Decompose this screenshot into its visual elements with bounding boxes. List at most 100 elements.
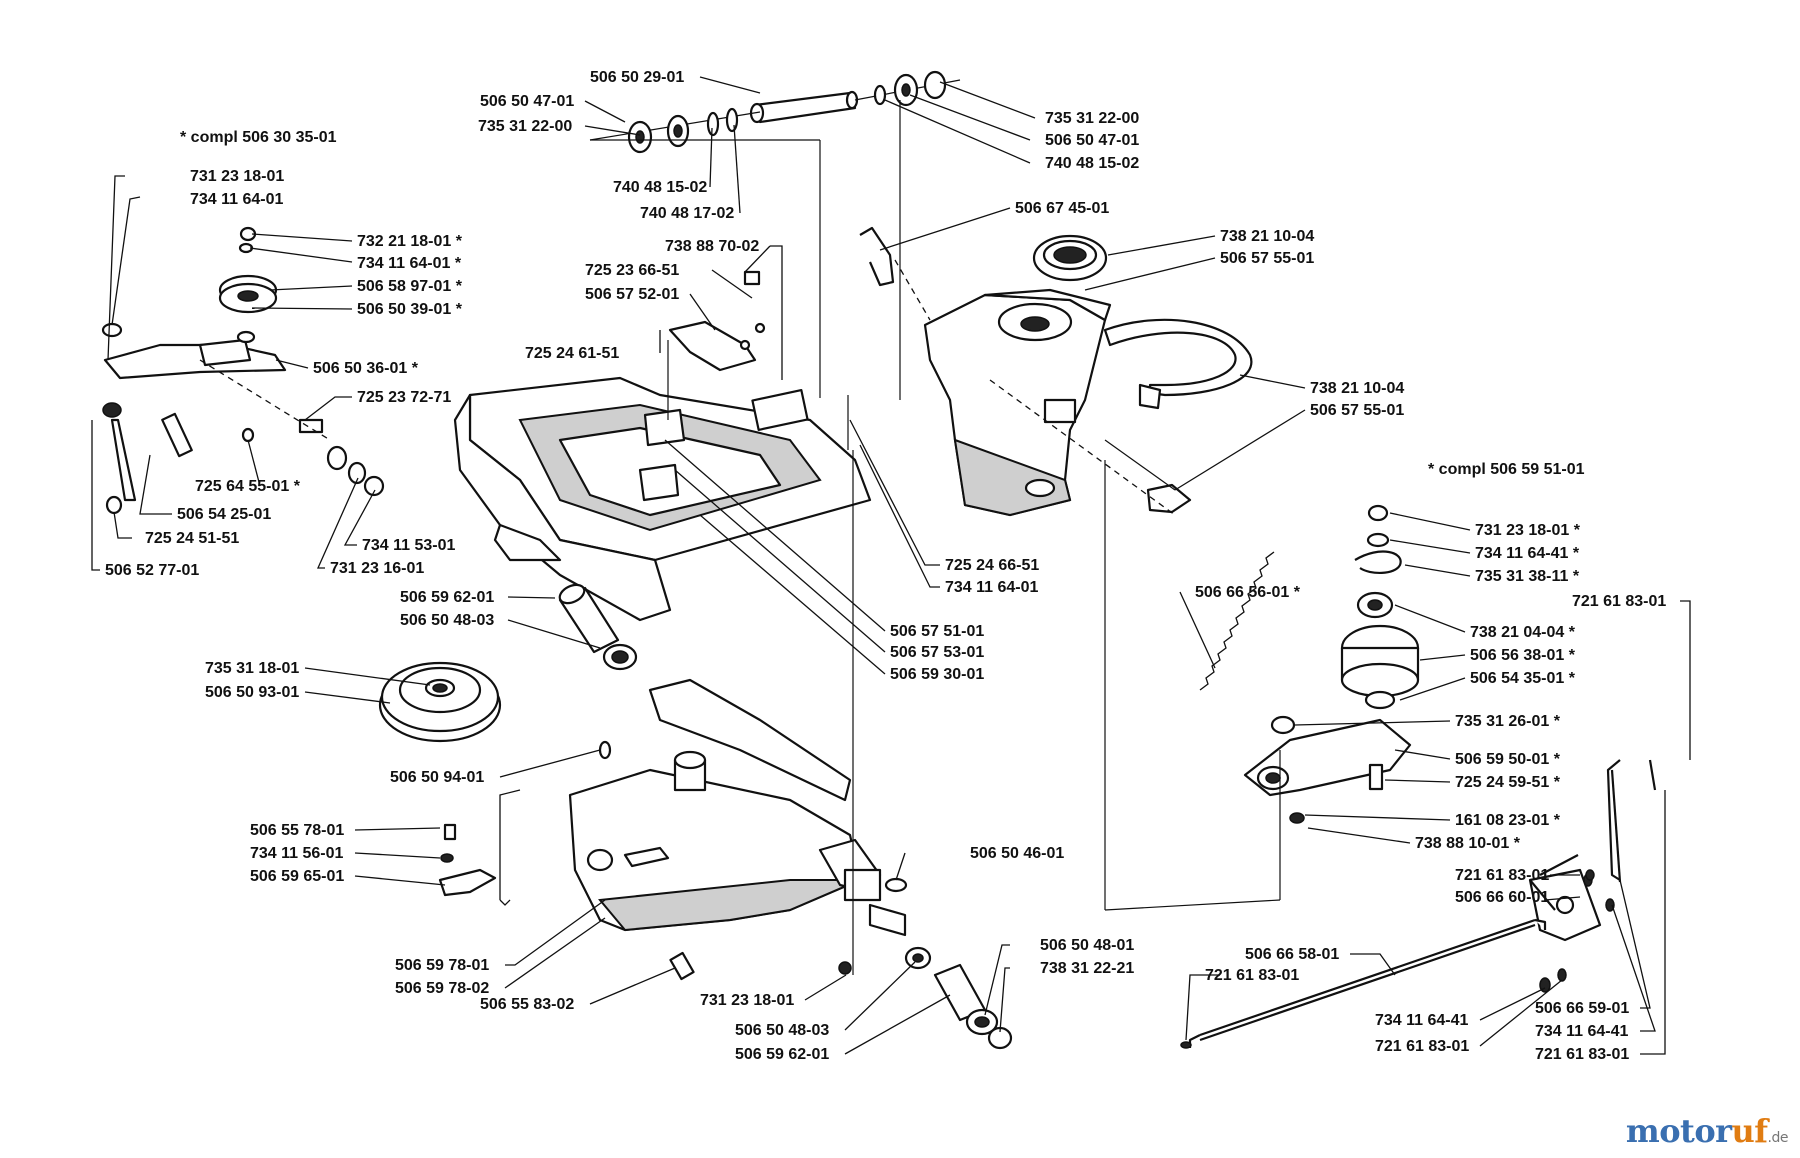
part-label-44: 506 59 65-01 bbox=[250, 868, 344, 885]
part-label-24: 725 23 66-51 bbox=[585, 262, 679, 279]
bushing-part bbox=[558, 583, 638, 671]
part-label-9: 731 23 18-01 bbox=[190, 168, 284, 185]
part-label-33: 734 11 64-01 bbox=[945, 579, 1039, 596]
part-labels: 506 50 29-01 506 50 47-01 735 31 22-00 7… bbox=[105, 69, 1666, 1063]
part-label-29: 506 57 55-01 bbox=[1220, 250, 1314, 267]
part-label-7: 506 50 47-01 bbox=[1045, 132, 1139, 149]
part-label-16: 725 23 72-71 bbox=[357, 389, 451, 406]
part-label-55: 734 11 64-41 * bbox=[1475, 545, 1580, 562]
part-label-3: 735 31 22-00 bbox=[478, 118, 572, 135]
part-label-46: 506 59 78-01 bbox=[395, 957, 489, 974]
part-label-72: 721 61 83-01 bbox=[1375, 1038, 1469, 1055]
part-label-15: 506 50 36-01 * bbox=[313, 360, 419, 377]
part-label-22: 506 52 77-01 bbox=[105, 562, 199, 579]
part-label-59: 506 56 38-01 * bbox=[1470, 647, 1576, 664]
part-label-18: 506 54 25-01 bbox=[177, 506, 271, 523]
part-label-31: 506 57 55-01 bbox=[1310, 402, 1404, 419]
part-label-54: 731 23 18-01 * bbox=[1475, 522, 1581, 539]
tensioner-arm-part bbox=[101, 226, 385, 515]
part-label-42: 506 55 78-01 bbox=[250, 822, 344, 839]
assembly-axes bbox=[199, 100, 1281, 975]
part-label-47: 506 59 78-02 bbox=[395, 980, 489, 997]
part-label-49: 731 23 18-01 bbox=[700, 992, 794, 1009]
part-label-51: 506 59 62-01 bbox=[735, 1046, 829, 1063]
part-label-65: 738 88 10-01 * bbox=[1415, 835, 1521, 852]
part-label-52: 506 50 48-01 bbox=[1040, 937, 1134, 954]
part-label-39: 735 31 18-01 bbox=[205, 660, 299, 677]
part-label-73: 506 66 59-01 bbox=[1535, 1000, 1629, 1017]
part-label-35: 506 57 53-01 bbox=[890, 644, 984, 661]
part-label-68: 506 66 60-01 bbox=[1455, 889, 1549, 906]
part-label-69: 506 66 58-01 bbox=[1245, 946, 1339, 963]
part-label-41: 506 50 94-01 bbox=[390, 769, 484, 786]
lower-clip-part bbox=[1146, 483, 1192, 514]
part-label-17: 725 64 55-01 * bbox=[195, 478, 301, 495]
part-label-60: 506 54 35-01 * bbox=[1470, 670, 1576, 687]
part-label-14: 506 50 39-01 * bbox=[357, 301, 463, 318]
leader-lines bbox=[91, 76, 1691, 1055]
part-label-64: 161 08 23-01 * bbox=[1455, 812, 1561, 829]
pulley-part bbox=[378, 661, 502, 743]
part-label-45: 506 50 46-01 bbox=[970, 845, 1064, 862]
logo-part-2: uf bbox=[1731, 1112, 1769, 1150]
spring-part bbox=[1199, 551, 1275, 691]
part-label-66: 721 61 83-01 bbox=[1572, 593, 1666, 610]
part-label-8: 740 48 15-02 bbox=[1045, 155, 1139, 172]
part-label-74: 734 11 64-41 bbox=[1535, 1023, 1629, 1040]
part-label-56: 735 31 38-11 * bbox=[1475, 568, 1580, 585]
logo-part-3: .de bbox=[1767, 1130, 1789, 1146]
part-label-37: 506 59 62-01 bbox=[400, 589, 494, 606]
part-label-12: 734 11 64-01 * bbox=[357, 255, 462, 272]
part-label-23: 738 88 70-02 bbox=[665, 238, 759, 255]
part-label-11: 732 21 18-01 * bbox=[357, 233, 463, 250]
part-label-13: 506 58 97-01 * bbox=[357, 278, 463, 295]
part-label-61: 735 31 26-01 * bbox=[1455, 713, 1561, 730]
part-label-30: 738 21 10-04 bbox=[1310, 380, 1404, 397]
part-label-27: 506 67 45-01 bbox=[1015, 200, 1109, 217]
site-logo: motoruf.de bbox=[1625, 1112, 1789, 1150]
compl-label-left: * compl 506 30 35-01 bbox=[180, 129, 337, 146]
frame-plate-part bbox=[453, 376, 872, 622]
part-label-25: 506 57 52-01 bbox=[585, 286, 679, 303]
part-label-62: 506 59 50-01 * bbox=[1455, 751, 1561, 768]
part-label-58: 738 21 04-04 * bbox=[1470, 624, 1576, 641]
part-label-21: 731 23 16-01 bbox=[330, 560, 424, 577]
part-label-1: 506 50 29-01 bbox=[590, 69, 684, 86]
part-label-19: 725 24 51-51 bbox=[145, 530, 239, 547]
part-label-6: 735 31 22-00 bbox=[1045, 110, 1139, 127]
bolt-part bbox=[669, 951, 695, 981]
logo-part-1: motor bbox=[1625, 1112, 1732, 1150]
bearing-part bbox=[1032, 234, 1108, 282]
bracket-part bbox=[668, 270, 766, 372]
top-washers-part bbox=[627, 70, 947, 154]
part-label-53: 738 31 22-21 bbox=[1040, 960, 1134, 977]
part-label-43: 734 11 56-01 bbox=[250, 845, 344, 862]
part-label-50: 506 50 48-03 bbox=[735, 1022, 829, 1039]
part-label-48: 506 55 83-02 bbox=[480, 996, 574, 1013]
housing-part bbox=[923, 288, 1253, 517]
spring-clip-part bbox=[859, 226, 895, 287]
part-label-26: 725 24 61-51 bbox=[525, 345, 619, 362]
part-label-10: 734 11 64-01 bbox=[190, 191, 284, 208]
part-label-57: 506 66 56-01 * bbox=[1195, 584, 1301, 601]
part-label-38: 506 50 48-03 bbox=[400, 612, 494, 629]
part-label-71: 734 11 64-41 bbox=[1375, 1012, 1469, 1029]
compl-label-right: * compl 506 59 51-01 bbox=[1428, 461, 1585, 478]
small-bracket-part bbox=[438, 740, 908, 897]
part-label-75: 721 61 83-01 bbox=[1535, 1046, 1629, 1063]
part-label-32: 725 24 66-51 bbox=[945, 557, 1039, 574]
part-label-5: 740 48 17-02 bbox=[640, 205, 734, 222]
linkage-rods-part bbox=[1180, 759, 1657, 1049]
part-label-2: 506 50 47-01 bbox=[480, 93, 574, 110]
part-label-20: 734 11 53-01 bbox=[362, 537, 456, 554]
part-label-36: 506 59 30-01 bbox=[890, 666, 984, 683]
idler-assembly-part bbox=[1243, 504, 1420, 824]
gearbox-part bbox=[568, 678, 907, 937]
part-label-67: 721 61 83-01 bbox=[1455, 867, 1549, 884]
part-label-28: 738 21 10-04 bbox=[1220, 228, 1314, 245]
part-label-70: 721 61 83-01 bbox=[1205, 967, 1299, 984]
part-label-63: 725 24 59-51 * bbox=[1455, 774, 1561, 791]
part-label-34: 506 57 51-01 bbox=[890, 623, 984, 640]
part-label-4: 740 48 15-02 bbox=[613, 179, 707, 196]
